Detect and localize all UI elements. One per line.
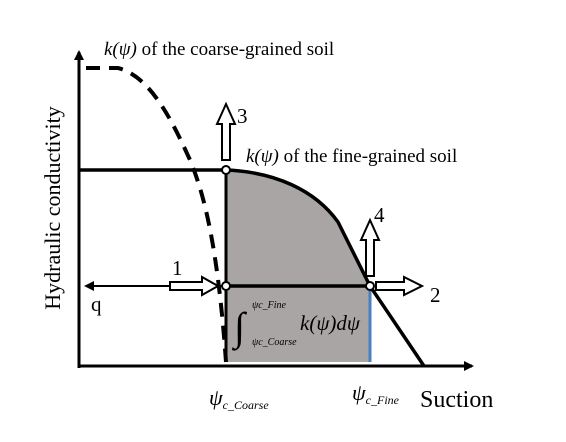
y-axis-label: Hydraulic conductivity (40, 106, 65, 309)
coarse-curve-desc: of the coarse-grained soil (137, 39, 334, 60)
arrow-1-left (169, 275, 221, 297)
psi-fine-label: ψc_Fine (352, 380, 400, 407)
psi-fine-subscript: c_Fine (366, 393, 400, 407)
psi-coarse-label: ψc_Coarse (209, 385, 269, 412)
fine-curve-label: k(ψ) of the fine-grained soil (246, 146, 457, 167)
break-point-coarse (221, 281, 231, 291)
psi-fine-symbol: ψ (352, 380, 366, 405)
x-axis-label: Suction (420, 387, 493, 413)
arrow-3-label: 3 (237, 104, 248, 128)
fine-soil-curve (79, 168, 426, 367)
arrow-3-up (215, 101, 237, 161)
integral-upper-limit: ψc_Fine (252, 300, 287, 311)
arrow-4-up (359, 217, 381, 277)
flux-q-label: q (91, 292, 102, 316)
arrow-2-right (375, 275, 425, 297)
psi-coarse-subscript: c_Coarse (223, 398, 270, 412)
arrow-4-label: 4 (374, 203, 385, 227)
coarse-curve-label: k(ψ) of the coarse-grained soil (104, 39, 334, 60)
integral-lower-limit: ψc_Coarse (252, 337, 297, 348)
break-point-fine-top (221, 165, 231, 175)
fine-curve-func: k(ψ) (246, 146, 279, 167)
arrow-1-label: 1 (172, 256, 183, 280)
integral-sign: ∫ (231, 304, 248, 351)
psi-coarse-symbol: ψ (209, 385, 223, 410)
integral-integrand: k(ψ)dψ (300, 311, 361, 335)
break-point-fine (365, 281, 375, 291)
coarse-curve-func: k(ψ) (104, 39, 137, 60)
coarse-soil-curve (86, 66, 228, 363)
fine-curve-desc: of the fine-grained soil (279, 146, 457, 167)
arrow-2-label: 2 (430, 283, 441, 307)
integral-expression: ∫ ψc_Fine ψc_Coarse k(ψ)dψ (231, 300, 361, 351)
